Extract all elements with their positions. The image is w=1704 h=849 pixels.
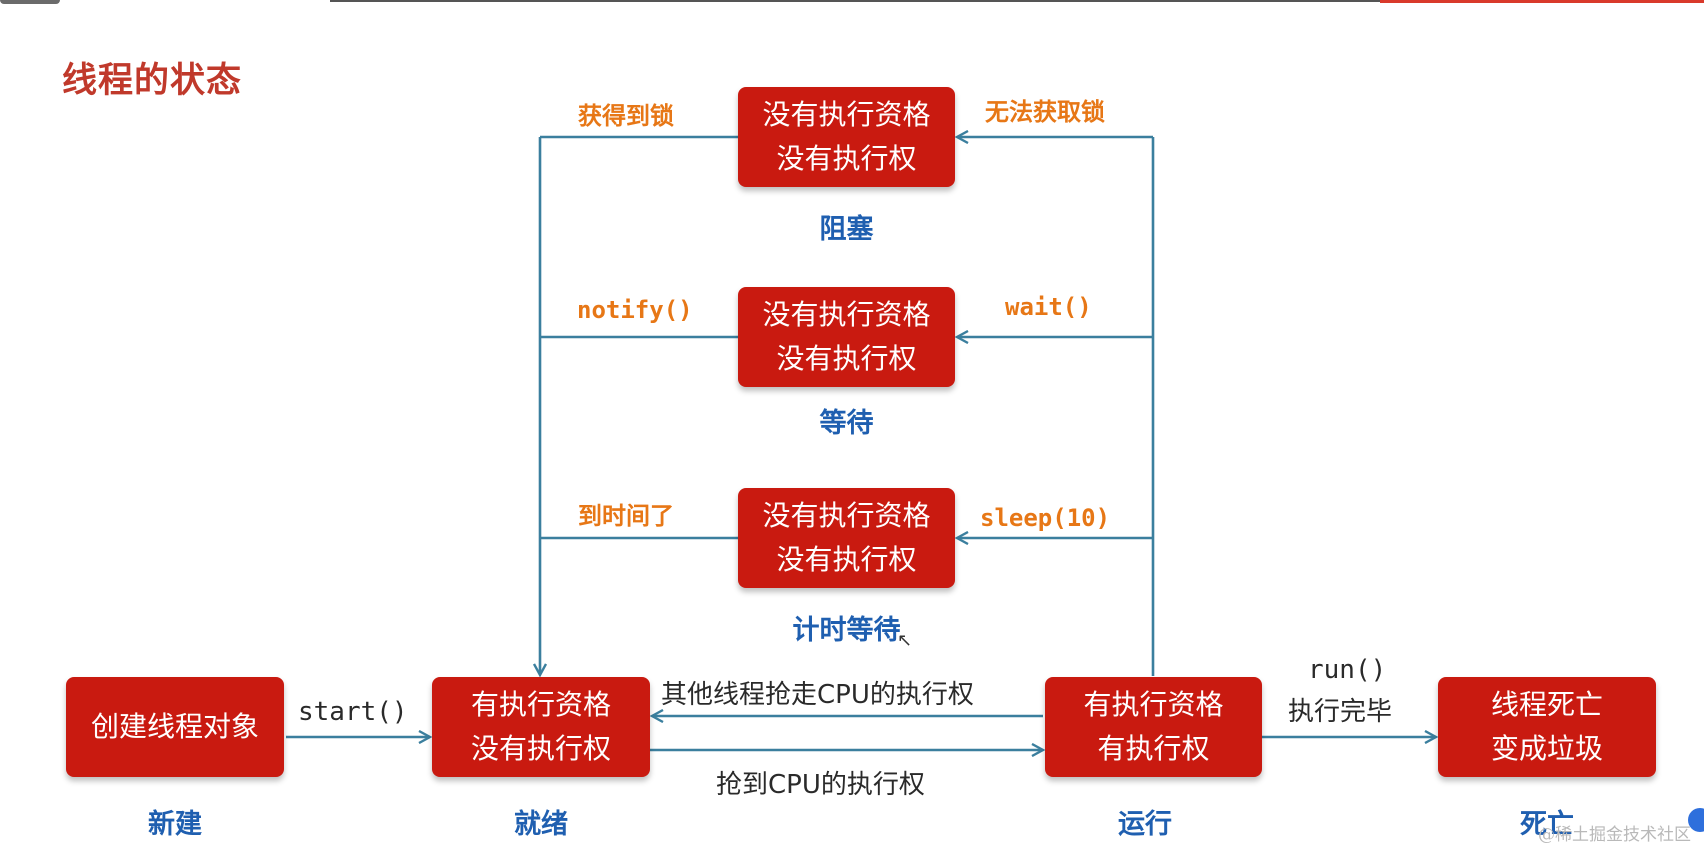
new-box: 创建线程对象 <box>66 677 284 777</box>
dead-line2: 变成垃圾 <box>1490 732 1603 765</box>
floating-button[interactable] <box>1688 808 1704 832</box>
runnable-line2: 没有执行权 <box>470 732 611 765</box>
new-line1: 创建线程对象 <box>90 710 259 743</box>
state-label-new: 新建 <box>148 809 202 840</box>
label-cpu-grabbed: 抢到CPU的执行权 <box>716 770 925 800</box>
waiting-line2: 没有执行权 <box>776 342 917 375</box>
label-wait: wait() <box>1005 293 1092 321</box>
top-accent <box>1380 0 1704 3</box>
label-start: start() <box>298 697 408 727</box>
state-label-waiting: 等待 <box>819 408 874 439</box>
state-label-dead: 死亡 <box>1520 809 1574 840</box>
label-sleep: sleep(10) <box>980 504 1111 532</box>
label-cpu-taken: 其他线程抢走CPU的执行权 <box>661 680 974 710</box>
running-line2: 有执行权 <box>1097 732 1210 765</box>
label-cannot-acquire-lock: 无法获取锁 <box>985 98 1105 126</box>
top-rule <box>330 0 1704 2</box>
state-label-runnable: 就绪 <box>514 809 568 840</box>
running-box: 有执行资格 有执行权 <box>1045 677 1262 777</box>
label-run: run() <box>1308 655 1387 685</box>
state-label-blocked: 阻塞 <box>819 214 874 245</box>
timed-waiting-line1: 没有执行资格 <box>762 499 931 532</box>
running-line1: 有执行资格 <box>1083 688 1224 721</box>
blocked-line2: 没有执行权 <box>776 142 917 175</box>
blocked-box: 没有执行资格 没有执行权 <box>738 87 955 187</box>
state-label-timed-waiting: 计时等待 <box>792 615 901 646</box>
blocked-line1: 没有执行资格 <box>762 98 931 131</box>
waiting-box: 没有执行资格 没有执行权 <box>738 287 955 387</box>
slide-title: 线程的状态 <box>62 61 243 101</box>
label-notify: notify() <box>577 296 693 324</box>
top-corner-decoration <box>0 0 60 4</box>
timed-waiting-box: 没有执行资格 没有执行权 <box>738 488 955 588</box>
dead-line1: 线程死亡 <box>1490 688 1603 721</box>
timed-waiting-line2: 没有执行权 <box>776 543 917 576</box>
waiting-line1: 没有执行资格 <box>762 298 931 331</box>
label-acquire-lock: 获得到锁 <box>578 102 674 130</box>
label-time-up: 到时间了 <box>578 502 674 530</box>
mouse-cursor-icon: ↖ <box>897 630 913 651</box>
label-run-finished: 执行完毕 <box>1288 697 1393 727</box>
runnable-line1: 有执行资格 <box>470 688 611 721</box>
dead-box: 线程死亡 变成垃圾 <box>1438 677 1656 777</box>
runnable-box: 有执行资格 没有执行权 <box>432 677 650 777</box>
state-label-running: 运行 <box>1118 809 1172 840</box>
watermark: @稀土掘金技术社区 <box>1538 825 1691 845</box>
